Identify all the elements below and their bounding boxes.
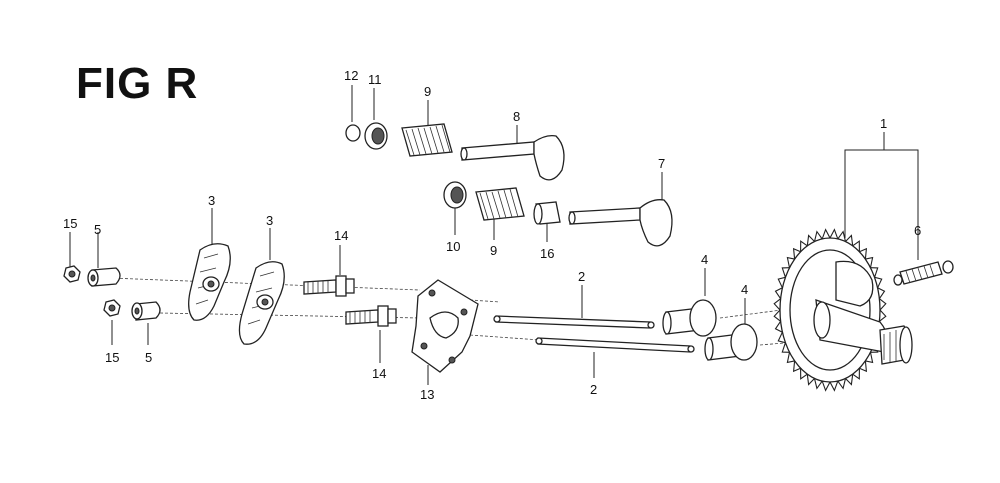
label-part-5: 5: [145, 350, 152, 365]
part-4-tappet-upper: [662, 299, 717, 337]
part-14-bolt-upper: [303, 275, 355, 297]
gear-tooth: [879, 298, 887, 311]
gear-tooth: [877, 287, 886, 300]
gear-tooth: [845, 374, 854, 386]
part-11-spring-retainer: [364, 122, 388, 150]
gear-tooth: [777, 276, 786, 289]
gear-tooth: [806, 234, 815, 246]
part-5-pivot-lower: [131, 301, 161, 321]
part-2-push-rod-upper: [493, 315, 655, 329]
label-part-15: 15: [105, 350, 119, 365]
gear-tooth: [870, 267, 879, 278]
part-5-pivot-upper: [87, 267, 121, 287]
gear-tooth: [800, 368, 808, 380]
gear-tooth: [781, 267, 790, 278]
figure-title: FIG R: [76, 59, 199, 108]
label-part-16: 16: [540, 246, 554, 261]
part-10-spring-retainer: [443, 181, 467, 209]
label-part-1: 1: [880, 116, 887, 131]
gear-tooth: [859, 247, 868, 260]
gear-tooth: [874, 276, 883, 289]
gear-tooth: [845, 234, 854, 246]
gear-tooth: [786, 256, 795, 268]
leader-lines: [69, 85, 919, 385]
gear-tooth: [777, 331, 786, 344]
label-part-15: 15: [63, 216, 77, 231]
part-9-valve-spring-upper: [401, 123, 453, 157]
part-labels: 15 5 15 5 3 3 14 14 13 12 11 9 8 10 9 16…: [63, 68, 921, 402]
part-16-stem-seal: [533, 201, 561, 225]
part-15-nut-lower: [103, 299, 121, 317]
gear-tooth: [837, 378, 847, 390]
label-part-10: 10: [446, 239, 460, 254]
part-7-exhaust-valve: [568, 199, 673, 247]
label-part-4: 4: [701, 252, 708, 267]
label-part-3: 3: [208, 193, 215, 208]
label-part-9: 9: [490, 243, 497, 258]
part-4-tappet-lower: [704, 323, 758, 361]
gear-tooth: [792, 360, 801, 373]
gear-tooth: [813, 230, 823, 242]
label-part-2: 2: [578, 269, 585, 284]
label-part-4: 4: [741, 282, 748, 297]
gear-tooth: [859, 360, 868, 373]
part-3-rocker-arm-right: [238, 261, 285, 345]
gear-tooth: [865, 352, 874, 364]
part-12-valve-cotter: [345, 124, 361, 142]
gear-tooth: [774, 287, 783, 300]
gear-tooth: [773, 309, 781, 322]
gear-tooth: [800, 240, 808, 252]
label-part-11: 11: [368, 72, 382, 87]
label-part-6: 6: [914, 223, 921, 238]
gear-tooth: [773, 298, 781, 311]
gear-tooth: [852, 368, 860, 380]
gear-tooth: [879, 309, 887, 322]
gear-tooth: [852, 240, 860, 252]
part-14-bolt-lower: [345, 305, 397, 327]
gear-tooth: [813, 378, 823, 390]
gear-tooth: [821, 228, 831, 240]
part-15-nut-upper: [63, 265, 81, 283]
label-part-7: 7: [658, 156, 665, 171]
label-part-12: 12: [344, 68, 358, 83]
gear-tooth: [837, 230, 847, 242]
gear-tooth: [806, 374, 815, 386]
gear-tooth: [829, 228, 839, 240]
part-2-push-rod-lower: [535, 337, 695, 353]
gear-tooth: [774, 320, 783, 333]
label-part-2: 2: [590, 382, 597, 397]
part-8-intake-valve: [460, 134, 565, 181]
label-part-8: 8: [513, 109, 520, 124]
label-part-14: 14: [334, 228, 348, 243]
part-9-valve-spring-lower: [475, 187, 525, 221]
label-part-5: 5: [94, 222, 101, 237]
gear-tooth: [786, 352, 795, 364]
part-6-decompressor-spring: [893, 260, 954, 286]
label-part-14: 14: [372, 366, 386, 381]
label-part-3: 3: [266, 213, 273, 228]
part-13-guide-plate: [411, 279, 479, 373]
part-3-rocker-arm-left: [188, 243, 231, 321]
label-part-13: 13: [420, 387, 434, 402]
gear-tooth: [829, 380, 839, 392]
label-part-9: 9: [424, 84, 431, 99]
part-1-camshaft-gear: [773, 228, 913, 392]
gear-tooth: [781, 342, 790, 353]
gear-tooth: [792, 247, 801, 260]
gear-tooth: [865, 256, 874, 268]
gear-tooth: [821, 380, 831, 392]
